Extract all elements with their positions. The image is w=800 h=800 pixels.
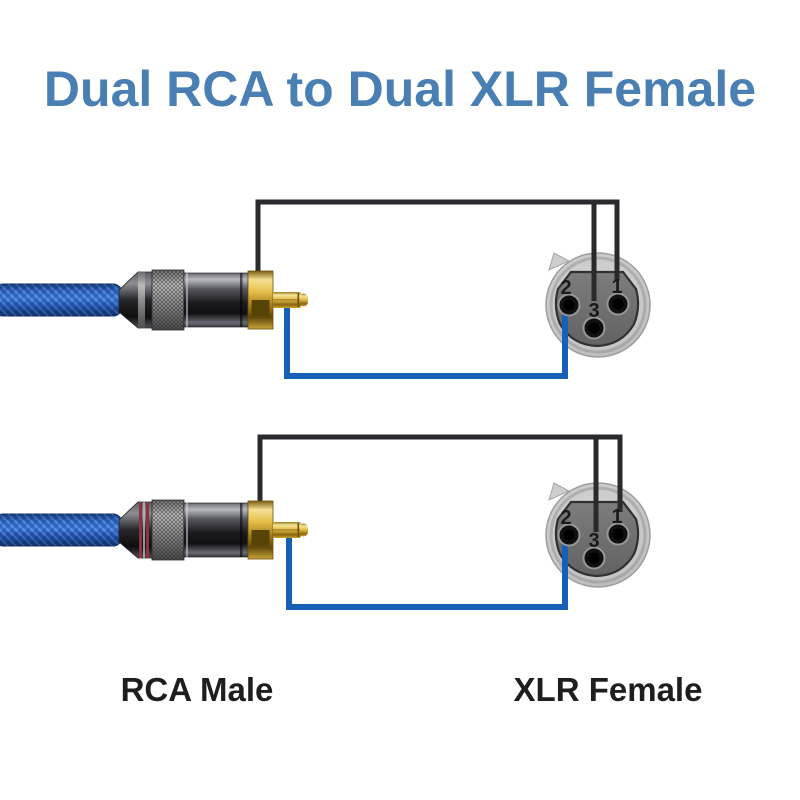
red-ring-1 — [139, 502, 142, 558]
xlr-pin-2-hole-center — [563, 299, 575, 311]
xlr-pin-3-hole-center — [588, 322, 600, 334]
gold-pin-tip — [299, 523, 308, 537]
xlr-pin-1-hole-center — [612, 298, 624, 310]
xlr-female-connector — [545, 252, 651, 358]
xlr-pin-3-hole-center — [588, 552, 600, 564]
connector-barrel — [183, 272, 249, 328]
xlr-insert-face — [554, 500, 640, 578]
gold-pin-tip — [299, 293, 308, 307]
strain-relief-cone — [118, 271, 153, 329]
xlr-pin-2-label: 2 — [560, 507, 571, 529]
label-xlr-female: XLR Female — [513, 671, 703, 708]
xlr-pin-holes: 2 1 3 — [557, 506, 630, 570]
white-ring — [143, 502, 145, 558]
blue-signal-wire — [286, 534, 568, 610]
page-title: Dual RCA to Dual XLR Female — [43, 61, 757, 117]
diagram-bottom: 2 1 3 — [0, 434, 651, 610]
connector-barrel — [183, 502, 249, 558]
cable-braid-texture — [0, 514, 122, 546]
black-signal-wire — [255, 199, 620, 301]
barrel-groove — [240, 503, 243, 557]
xlr-pin-1-hole-center — [612, 528, 624, 540]
gold-pin-seam — [273, 529, 300, 531]
knurl-texture — [152, 270, 184, 330]
xlr-pin-holes: 2 1 3 — [557, 276, 630, 340]
xlr-pin-1-label: 1 — [611, 276, 622, 298]
xlr-insert-face — [554, 270, 640, 348]
xlr-pin-2-hole-center — [563, 529, 575, 541]
xlr-shell-groove — [549, 256, 647, 354]
xlr-latch-tab — [548, 482, 571, 501]
xlr-pin-2-label: 2 — [560, 277, 571, 299]
black-signal-wire — [257, 434, 623, 532]
xlr-female-connector — [545, 482, 651, 588]
diagram-top: 2 1 3 — [0, 199, 651, 379]
knurl-texture — [152, 500, 184, 560]
gold-collar-recess — [251, 300, 270, 316]
gold-collar-recess — [251, 530, 270, 546]
xlr-latch-tab — [548, 252, 571, 271]
xlr-pin-3-label: 3 — [588, 530, 599, 552]
red-ring-2 — [146, 502, 149, 558]
blue-signal-wire — [284, 303, 568, 379]
rca-male-connector — [0, 499, 308, 561]
cable-braid-texture — [0, 284, 122, 316]
barrel-highlight — [186, 273, 188, 327]
xlr-pin-3-label: 3 — [588, 300, 599, 322]
barrel-highlight — [186, 503, 188, 557]
rca-male-connector — [0, 269, 308, 331]
barrel-groove — [240, 273, 243, 327]
label-rca-male: RCA Male — [120, 671, 274, 708]
strain-relief-ring — [138, 272, 145, 328]
gold-pin-seam — [273, 299, 300, 301]
xlr-pin-1-label: 1 — [611, 506, 622, 528]
